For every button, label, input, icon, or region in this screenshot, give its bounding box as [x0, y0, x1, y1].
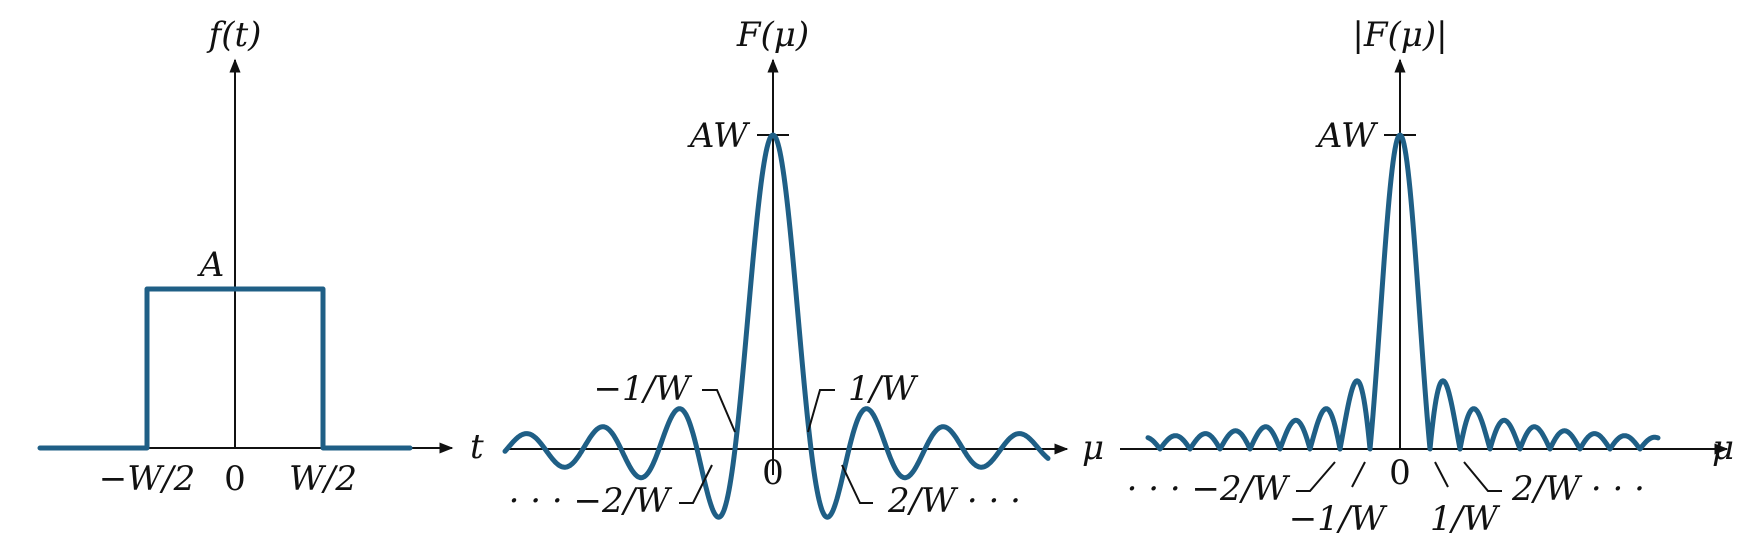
box-height-label: A: [197, 245, 225, 285]
panel2-leader-neg1: [702, 389, 736, 433]
panel3-x-label: μ: [1712, 428, 1734, 468]
box-function-curve: [37, 286, 413, 451]
panel-fourier-transform: F(μ) μ AW 0 −1/W 1/W · · · −2/W 2/W · · …: [502, 15, 1104, 521]
panel-box-function: f(t) t A −W/2 0 W/2: [37, 15, 484, 499]
panel3-leader-neg1: [1351, 461, 1366, 488]
tick-label-zero: 0: [224, 459, 246, 499]
panel3-label-one-over-w: 1/W: [1430, 499, 1501, 539]
panel2-label-two-over-w: 2/W · · ·: [887, 481, 1021, 521]
panel2-y-label: F(μ): [736, 15, 809, 55]
panel2-leader-pos2: [841, 464, 873, 504]
panel3-label-neg-two-over-w: · · · −2/W: [1127, 469, 1291, 509]
panel3-leader-pos2: [1463, 461, 1502, 492]
panel3-label-neg-one-over-w: −1/W: [1289, 499, 1389, 539]
panel2-label-one-over-w: 1/W: [848, 369, 919, 409]
panel3-leader-neg2: [1296, 461, 1336, 492]
sinc-curve: [502, 132, 1051, 520]
panel2-zero-label: 0: [762, 453, 784, 493]
panel3-y-label: |F(μ)|: [1352, 15, 1447, 55]
panel2-x-label: μ: [1082, 428, 1104, 468]
abs-sinc-curve: [1145, 132, 1661, 452]
panel3-peak-label: AW: [1315, 116, 1379, 156]
panel2-label-neg-one-over-w: −1/W: [593, 369, 693, 409]
panel-fourier-magnitude: |F(μ)| μ AW 0 · · · −2/W −1/W 1/W 2/W · …: [1120, 15, 1734, 539]
tick-label-pos-w-half: W/2: [289, 459, 357, 499]
panel2-peak-label: AW: [687, 116, 751, 156]
panel2-leader-pos1: [807, 389, 835, 433]
panel1-y-label: f(t): [206, 15, 262, 55]
panel3-zero-label: 0: [1389, 453, 1411, 493]
panel3-leader-pos1: [1434, 461, 1449, 488]
panel2-label-neg-two-over-w: · · · −2/W: [509, 481, 673, 521]
panel3-label-two-over-w: 2/W · · ·: [1511, 469, 1645, 509]
tick-label-neg-w-half: −W/2: [99, 459, 196, 499]
panel2-leader-neg2: [679, 464, 713, 504]
panel1-x-label: t: [470, 427, 484, 467]
